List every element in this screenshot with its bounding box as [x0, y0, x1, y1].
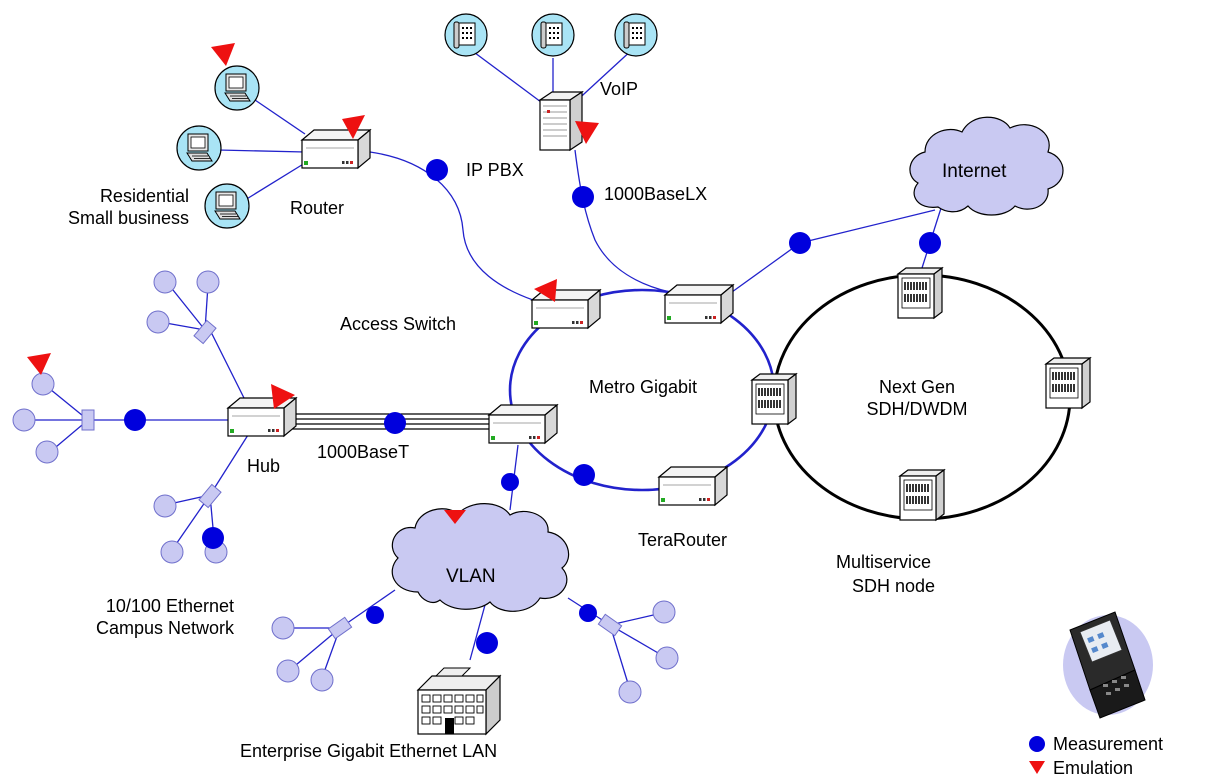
label-sdh-dwdm: SDH/DWDM [867, 399, 968, 419]
label-terarouter: TeraRouter [638, 530, 727, 550]
label-10-100-ethernet: 10/100 Ethernet [106, 596, 234, 616]
campus-lan-nodes [12, 270, 679, 704]
sdh-node-icon [1045, 357, 1091, 409]
switch-icon [664, 284, 734, 324]
sdh-node-icon [899, 469, 945, 521]
label-next-gen: Next Gen [879, 377, 955, 397]
label-sdh-node: SDH node [852, 576, 935, 596]
label-internet: Internet [942, 161, 1007, 182]
cloud-icon [391, 503, 570, 612]
label-campus-network: Campus Network [96, 618, 235, 638]
label-1000baselx: 1000BaseLX [604, 184, 707, 204]
label-access-switch: Access Switch [340, 314, 456, 334]
label-residential: Residential [100, 186, 189, 206]
legend-measurement-label: Measurement [1053, 734, 1163, 754]
legend-measurement-marker [1029, 736, 1045, 752]
label-router: Router [290, 198, 344, 218]
legend: Measurement Emulation [1029, 734, 1163, 778]
pbx-server-icon [538, 90, 584, 152]
legend-emulation-label: Emulation [1053, 758, 1133, 778]
label-multiservice: Multiservice [836, 552, 931, 572]
label-1000baset: 1000BaseT [317, 442, 409, 462]
label-small-business: Small business [68, 208, 189, 228]
label-hub: Hub [247, 456, 280, 476]
switch-icon [531, 289, 601, 329]
label-metro-gigabit: Metro Gigabit [589, 377, 697, 397]
label-enterprise-lan: Enterprise Gigabit Ethernet LAN [240, 741, 497, 761]
phone-icon [614, 13, 658, 57]
sdh-node-icon [897, 267, 943, 319]
switch-icon [301, 129, 371, 169]
phone-icon [531, 13, 575, 57]
switch-icon [227, 397, 297, 437]
switch-icon [488, 404, 558, 444]
switch-icon [658, 466, 728, 506]
legend-emulation-marker [1029, 761, 1045, 774]
label-ip-pbx: IP PBX [466, 160, 524, 180]
phone-icon [444, 13, 488, 57]
label-vlan: VLAN [446, 566, 496, 587]
sdh-node-icon [751, 373, 797, 425]
building-icon [416, 667, 502, 736]
lan-hub-boxes [81, 319, 623, 640]
pc-icon [214, 65, 260, 111]
pc-icon [176, 125, 222, 171]
emulation-points [27, 43, 599, 524]
cloud-icon [909, 116, 1064, 216]
handheld-tester-icon [1063, 611, 1153, 719]
label-voip: VoIP [600, 79, 638, 99]
measurement-points [124, 159, 941, 654]
pc-icon [204, 183, 250, 229]
